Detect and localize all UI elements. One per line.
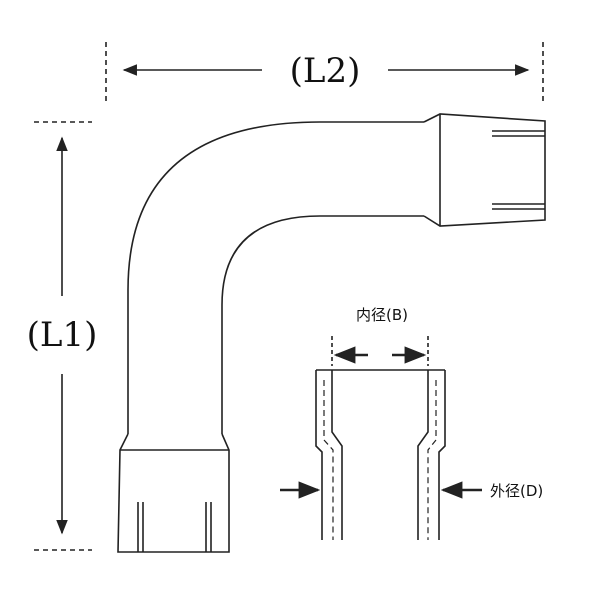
pipe-inner-wall (221, 215, 424, 434)
l2-label: (L2) (290, 51, 361, 91)
inner-diameter-label: 内径(B) (356, 306, 408, 324)
pipe-bottom-flare (117, 433, 230, 553)
section-right-hidden (427, 380, 437, 540)
pipe-outer-wall (127, 121, 424, 434)
section-left-wall-outer (315, 370, 323, 540)
section-left-wall-inner (331, 370, 343, 540)
pipe-right-flare (423, 113, 546, 227)
section-left-hidden (323, 380, 334, 540)
section-right-wall-outer (438, 370, 446, 540)
section-right-wall-inner (417, 370, 429, 540)
outer-diameter-label: 外径(D) (490, 482, 543, 500)
l1-label: (L1) (27, 315, 98, 355)
